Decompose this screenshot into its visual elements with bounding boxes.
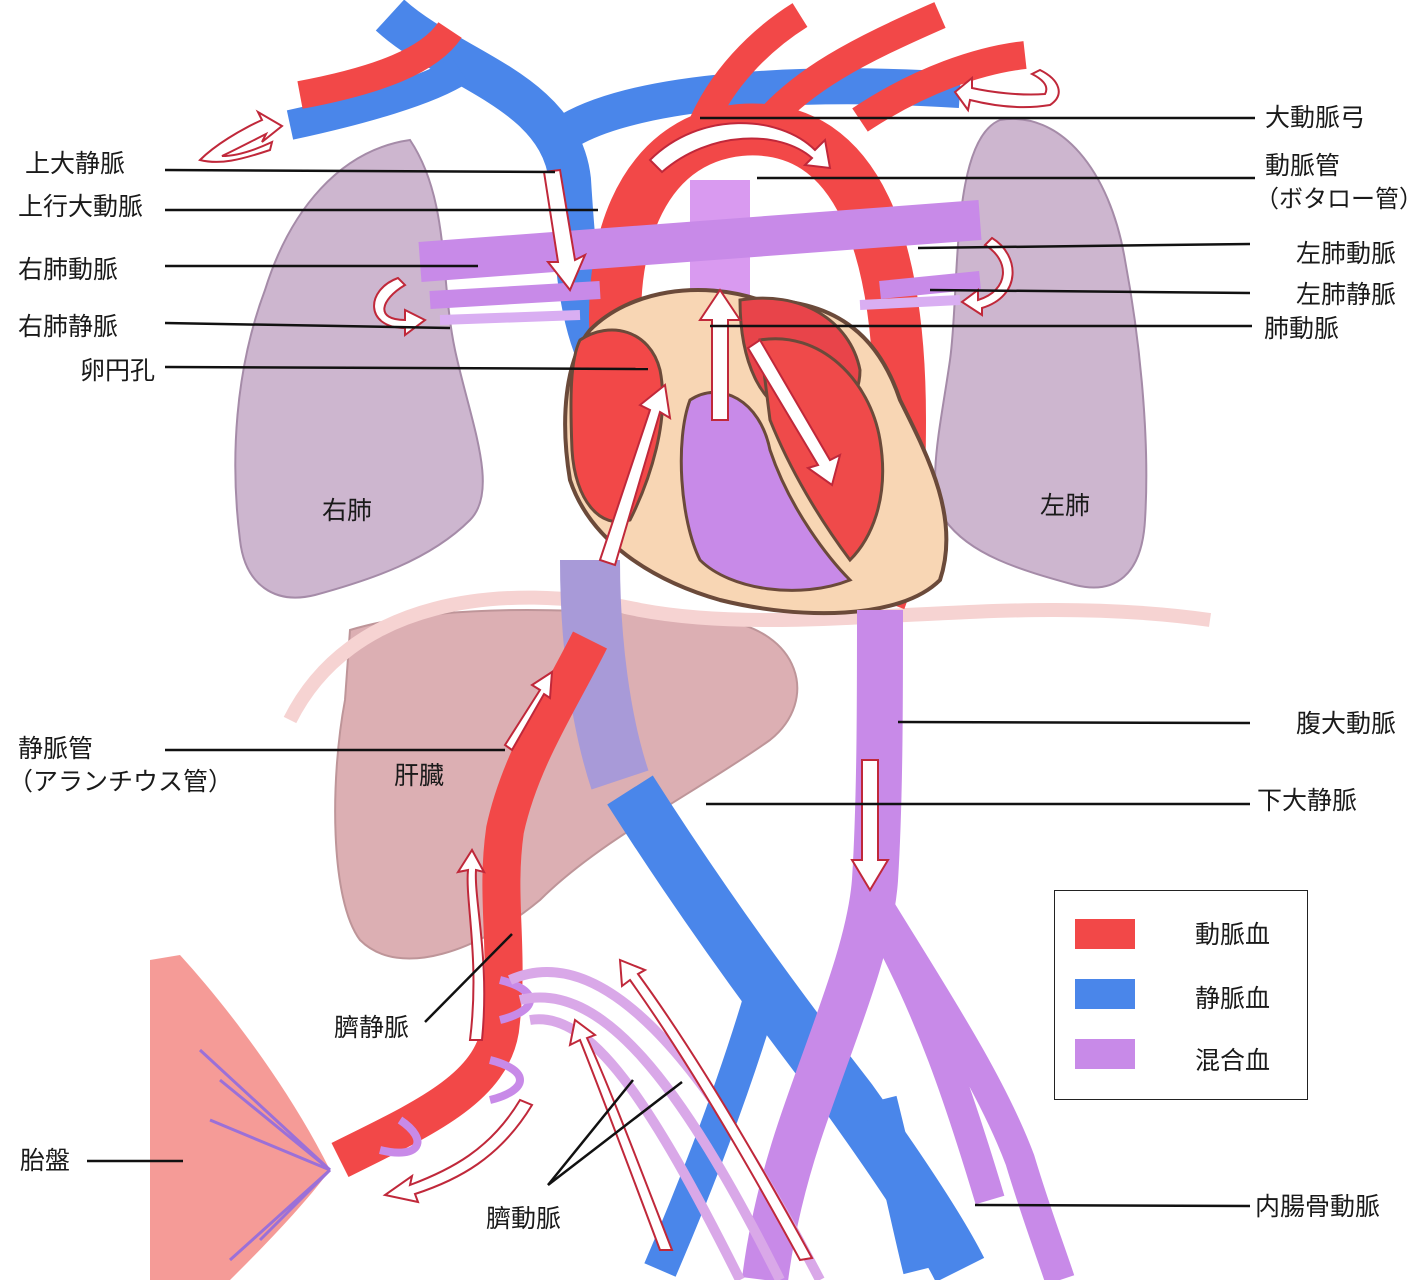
label-ductus-arteriosus: 動脈管 bbox=[1265, 152, 1340, 181]
label-superior-vena-cava: 上大静脈 bbox=[25, 150, 125, 179]
label-left-pulmonary-artery: 左肺動脈 bbox=[1296, 240, 1396, 269]
legend-label-arterial: 動脈血 bbox=[1195, 915, 1270, 951]
label-abdominal-aorta: 腹大動脈 bbox=[1296, 710, 1396, 739]
label-internal-iliac-artery: 内腸骨動脈 bbox=[1255, 1193, 1380, 1222]
label-right-pulmonary-vein: 右肺静脈 bbox=[18, 313, 118, 342]
legend-swatch-mixed bbox=[1075, 1039, 1135, 1069]
label-umbilical-vein: 臍静脈 bbox=[334, 1014, 409, 1043]
legend-label-mixed: 混合血 bbox=[1195, 1041, 1270, 1077]
placenta bbox=[150, 955, 330, 1280]
label-ductus-venosus-alt: （アランチウス管） bbox=[8, 768, 233, 797]
label-umbilical-arteries: 臍動脈 bbox=[486, 1205, 561, 1234]
flow-arrow-svc-right bbox=[200, 112, 282, 162]
leader-superior-vena-cava bbox=[165, 170, 555, 172]
legend-label-venous: 静脈血 bbox=[1195, 979, 1270, 1015]
label-ductus-arteriosus-alt: （ボタロー管） bbox=[1255, 186, 1423, 214]
leader-internal-iliac bbox=[975, 1205, 1250, 1206]
label-aortic-arch: 大動脈弓 bbox=[1265, 104, 1365, 133]
label-placenta: 胎盤 bbox=[20, 1147, 70, 1176]
label-ascending-aorta: 上行大動脈 bbox=[18, 193, 143, 222]
label-left-lung: 左肺 bbox=[1040, 492, 1090, 521]
label-pulmonary-artery: 肺動脈 bbox=[1264, 315, 1339, 344]
label-ductus-venosus: 静脈管 bbox=[18, 735, 93, 764]
legend-swatch-arterial bbox=[1075, 919, 1135, 949]
label-foramen-ovale: 卵円孔 bbox=[80, 357, 155, 386]
label-inferior-vena-cava: 下大静脈 bbox=[1257, 787, 1357, 816]
label-right-pulmonary-artery: 右肺動脈 bbox=[18, 256, 118, 285]
label-right-lung: 右肺 bbox=[322, 497, 372, 526]
label-liver: 肝臓 bbox=[394, 762, 444, 791]
legend-swatch-venous bbox=[1075, 979, 1135, 1009]
leader-abdominal-aorta bbox=[898, 722, 1250, 723]
label-left-pulmonary-vein: 左肺静脈 bbox=[1296, 281, 1396, 310]
legend: 動脈血 静脈血 混合血 bbox=[1054, 890, 1308, 1100]
